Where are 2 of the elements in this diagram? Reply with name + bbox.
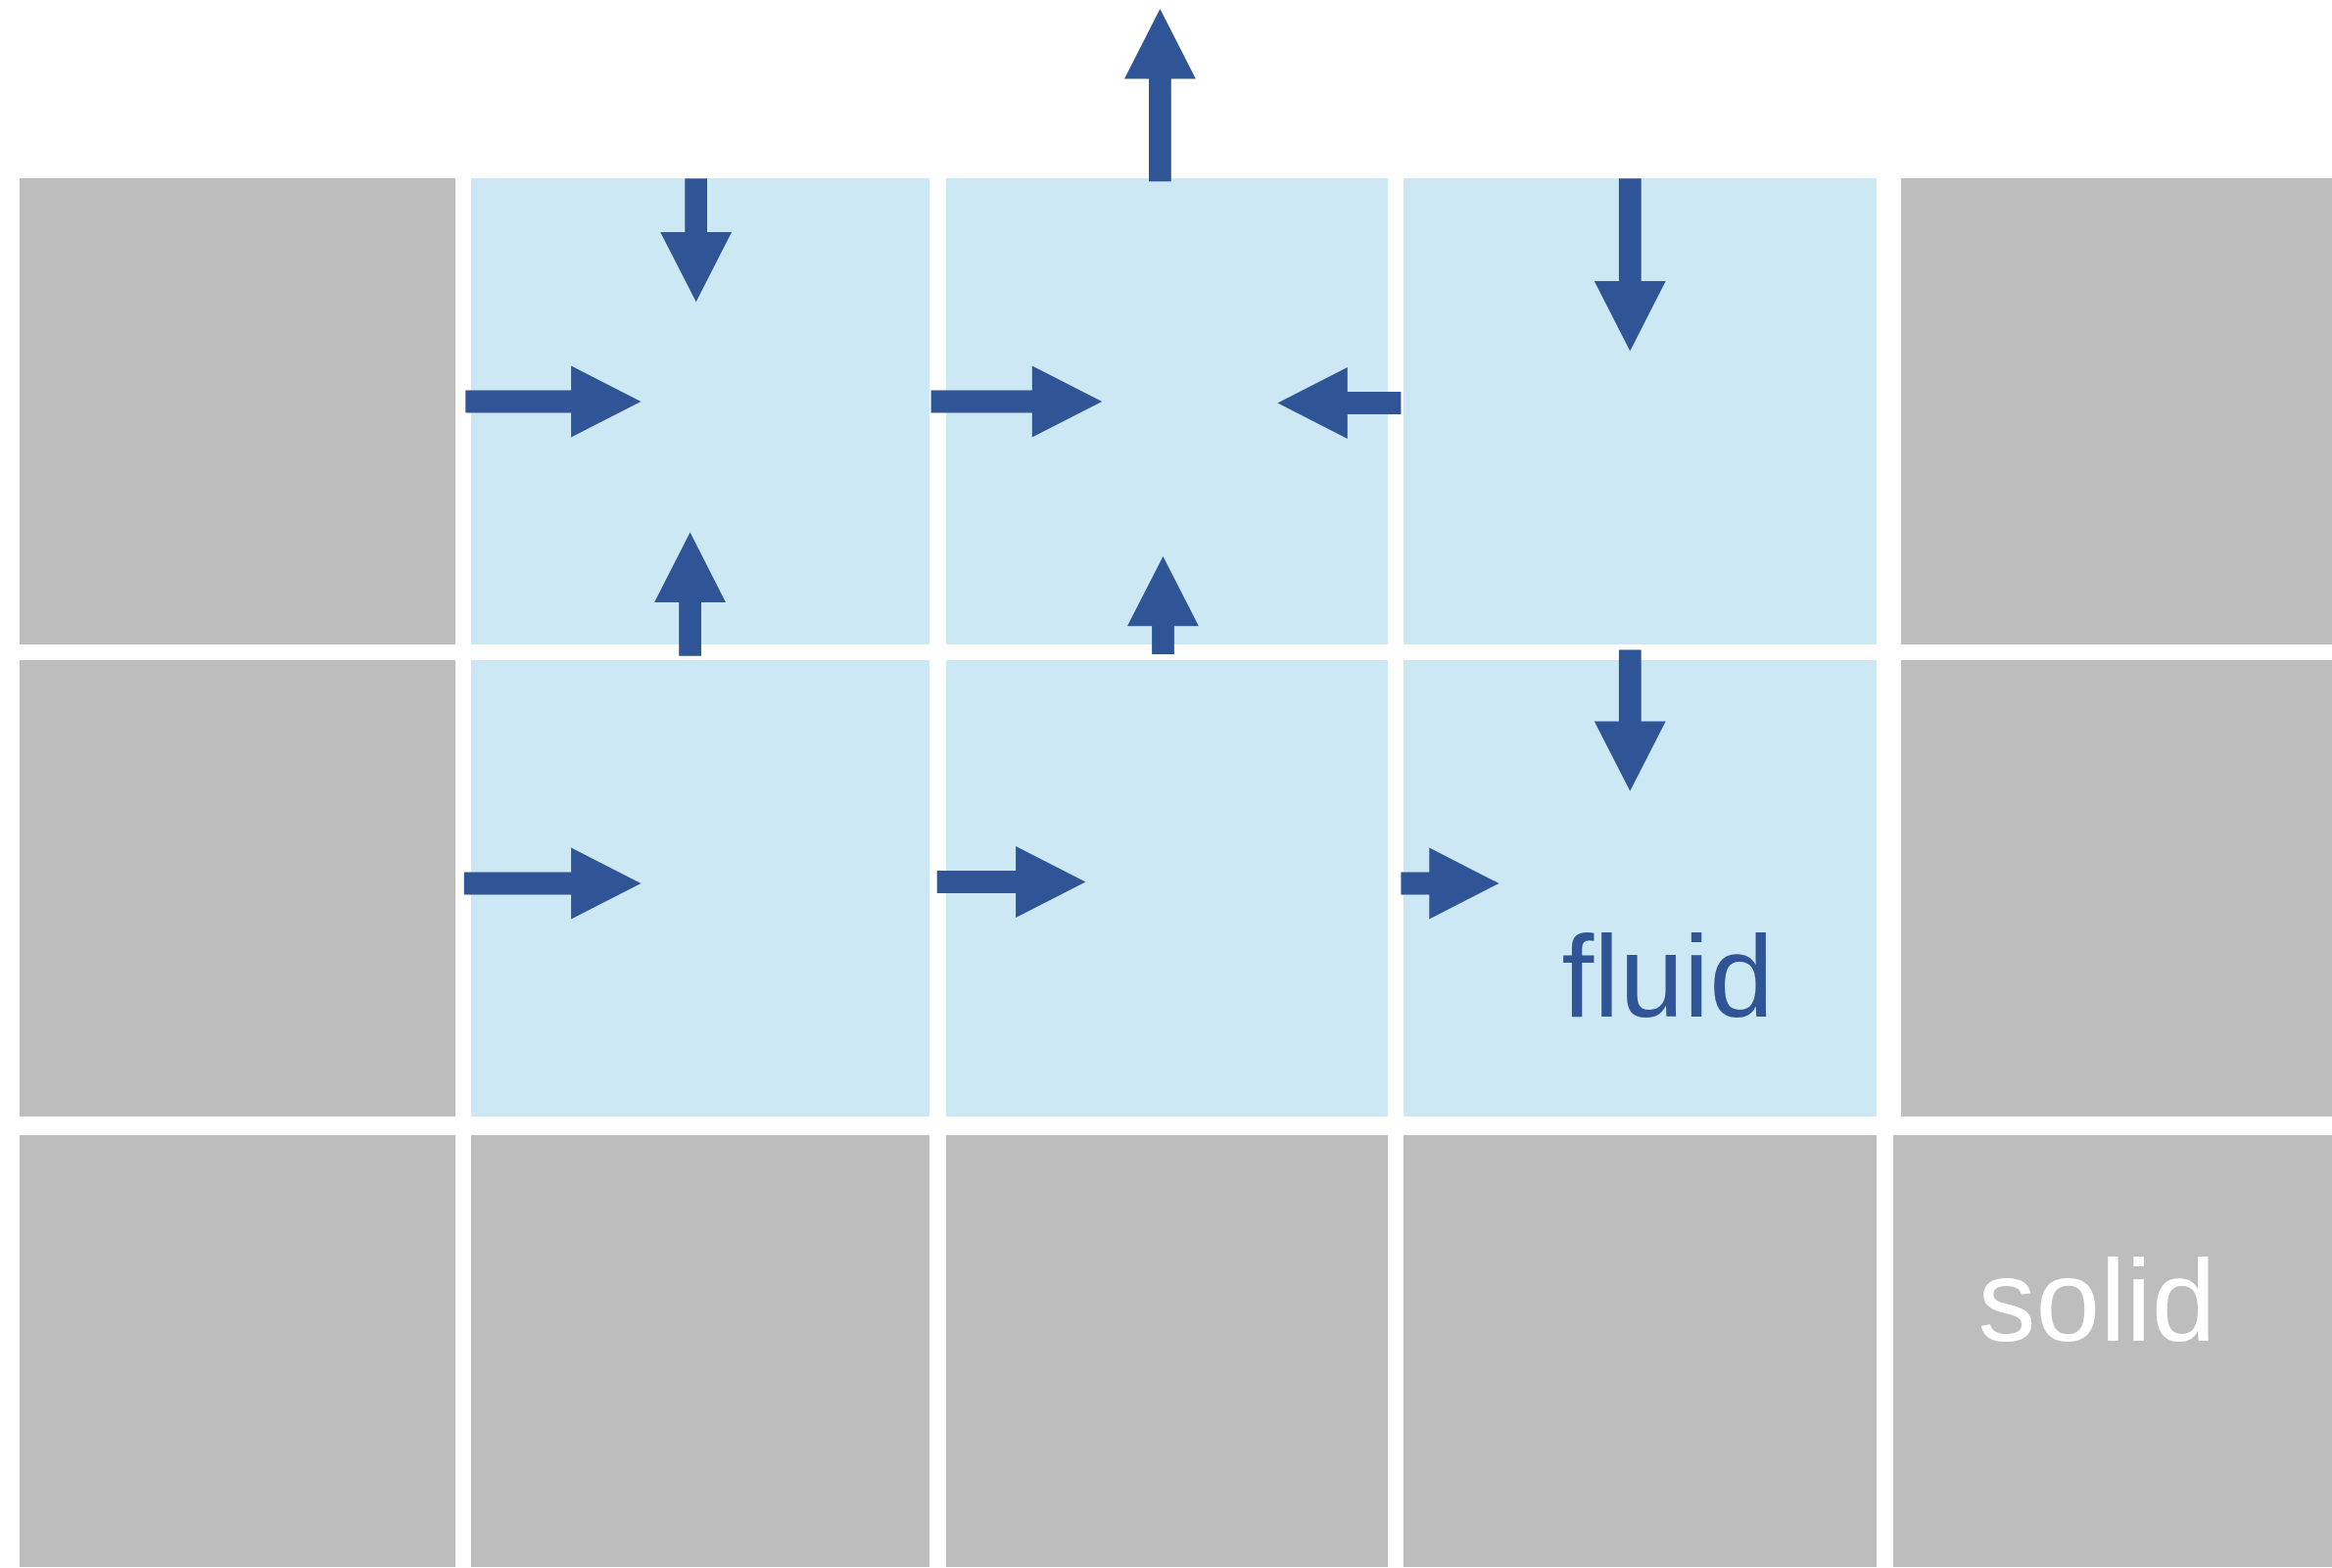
region-label: solid xyxy=(1977,1243,2216,1359)
region-label: fluid xyxy=(1561,919,1774,1035)
